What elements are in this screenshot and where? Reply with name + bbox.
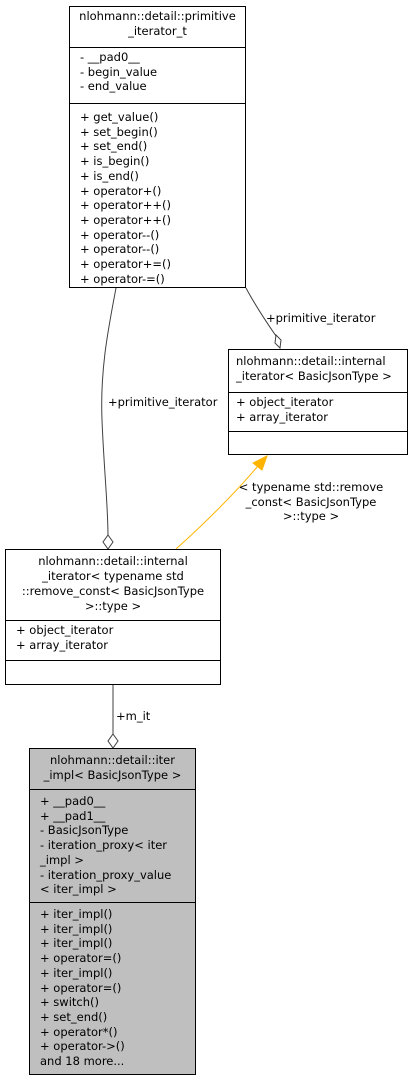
method: + operator*() (40, 1024, 118, 1039)
title-line: _iterator< typename std (42, 569, 184, 583)
aggregation-diamond-remove-const (102, 534, 114, 550)
attribute: + __pad0__ (40, 794, 106, 808)
edge-template-binding (175, 465, 259, 550)
attribute: - iteration_proxy_value (40, 867, 172, 882)
title-line: _iterator_t (128, 24, 187, 38)
attributes-section: + object_iterator + array_iterator (6, 620, 220, 660)
method: + is_end() (80, 168, 139, 183)
attribute: + array_iterator (16, 637, 109, 652)
method: and 18 more... (40, 1054, 125, 1069)
attribute: + array_iterator (236, 409, 329, 424)
method: + iter_impl() (40, 965, 113, 980)
method: + operator--() (80, 242, 160, 257)
class-title: nlohmann::detail::internal _iterator< ty… (6, 550, 220, 620)
method: + switch() (40, 995, 99, 1010)
methods-section (229, 431, 407, 454)
attribute: _impl > (40, 852, 84, 867)
class-title: nlohmann::detail::internal _iterator< Ba… (229, 350, 407, 392)
method: + operator=() (40, 951, 122, 966)
edge-primitive-to-internal (245, 287, 277, 337)
aggregation-diamond-internal (274, 333, 282, 350)
method: + operator=() (40, 980, 122, 995)
edge-label-m-it: +m_it (116, 709, 151, 723)
title-line: _iterator< BasicJsonType > (236, 369, 392, 383)
edge-label-template-binding: < typename std::remove _const< BasicJson… (236, 480, 386, 524)
class-title: nlohmann::detail::primitive _iterator_t (70, 7, 245, 47)
template-binding-line: _const< BasicJsonType (245, 494, 377, 509)
attribute: + __pad1__ (40, 808, 106, 823)
attribute: - iteration_proxy< iter (40, 838, 168, 853)
template-binding-line: >::type > (282, 509, 340, 524)
title-line: nlohmann::detail::primitive (79, 9, 236, 23)
title-line: nlohmann::detail::internal (236, 354, 386, 368)
method: + iter_impl() (40, 936, 113, 951)
method: + set_end() (40, 1009, 108, 1024)
method: + set_begin() (80, 124, 158, 139)
methods-section: + iter_impl() + iter_impl() + iter_impl(… (30, 902, 195, 1074)
class-internal-iterator-remove-const[interactable]: nlohmann::detail::internal _iterator< ty… (5, 549, 221, 685)
method: + operator->() (40, 1039, 125, 1054)
title-line: nlohmann::detail::iter (50, 753, 175, 767)
attribute: - end_value (80, 79, 147, 94)
attribute: < iter_impl > (40, 882, 117, 897)
class-internal-iterator[interactable]: nlohmann::detail::internal _iterator< Ba… (228, 349, 408, 455)
method: + operator+=() (80, 257, 171, 272)
method: + iter_impl() (40, 921, 113, 936)
edge-label-primitive-internal: +primitive_iterator (266, 311, 376, 325)
edge-primitive-to-remove-const (101, 287, 117, 538)
attribute: - BasicJsonType (40, 823, 129, 838)
methods-section: + get_value() + set_begin() + set_end() … (70, 103, 245, 287)
title-line: _impl< BasicJsonType > (43, 768, 182, 782)
attribute: + object_iterator (236, 395, 334, 409)
title-line: >::type > (84, 599, 142, 613)
method: + is_begin() (80, 154, 150, 169)
class-iter-impl[interactable]: nlohmann::detail::iter _impl< BasicJsonT… (29, 748, 196, 1075)
title-line: ::remove_const< BasicJsonType (21, 584, 205, 598)
attribute: + object_iterator (16, 623, 114, 637)
edge-label-primitive-remove-const: +primitive_iterator (108, 395, 218, 409)
attributes-section: - __pad0__ - begin_value - end_value (70, 47, 245, 103)
method: + set_end() (80, 139, 148, 154)
method: + operator++() (80, 212, 171, 227)
class-primitive-iterator[interactable]: nlohmann::detail::primitive _iterator_t … (69, 6, 246, 288)
class-title: nlohmann::detail::iter _impl< BasicJsonT… (30, 749, 195, 789)
template-binding-line: < typename std::remove (238, 480, 384, 494)
title-line: nlohmann::detail::internal (38, 554, 188, 568)
aggregation-diamond-m-it (107, 733, 119, 749)
method: + operator-=() (80, 271, 165, 286)
attributes-section: + object_iterator + array_iterator (229, 392, 407, 431)
attribute: - begin_value (80, 64, 158, 79)
method: + operator++() (80, 198, 171, 213)
attributes-section: + __pad0__ + __pad1__ - BasicJsonType - … (30, 789, 195, 902)
methods-section (6, 660, 220, 684)
attribute: - __pad0__ (80, 50, 140, 64)
method: + operator--() (80, 227, 160, 242)
method: + iter_impl() (40, 907, 113, 921)
template-arrowhead (252, 454, 268, 471)
method: + operator+() (80, 183, 162, 198)
method: + get_value() (80, 110, 159, 124)
